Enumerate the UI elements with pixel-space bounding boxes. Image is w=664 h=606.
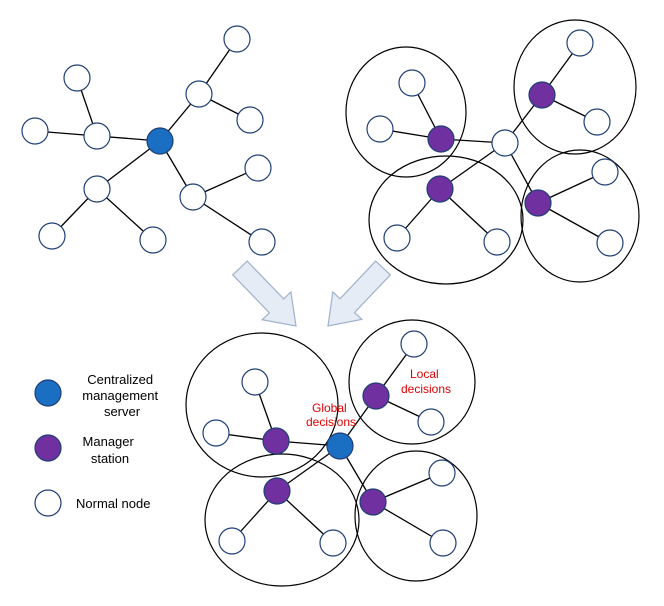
manager-station-node-c1 xyxy=(262,427,290,455)
global-decisions-label: Global decisions xyxy=(306,401,356,429)
arrow-from-centralized-icon xyxy=(231,260,297,327)
legend: Centralized management server Manager st… xyxy=(34,372,162,517)
legend-manager-label: Manager station xyxy=(83,434,138,466)
normal-node-b0 xyxy=(491,129,519,157)
cluster-region-2 xyxy=(513,19,637,155)
link-A10-A12 xyxy=(192,196,263,243)
central-server-node-a0 xyxy=(146,127,174,155)
normal-node-b6 xyxy=(583,108,611,136)
normal-node-b8 xyxy=(383,224,411,252)
legend-central-label: Centralized management server xyxy=(82,372,162,419)
normal-node-a11 xyxy=(244,154,272,182)
normal-node-c9 xyxy=(319,529,347,557)
normal-node-a4 xyxy=(83,175,111,203)
arrow-from-distributed-icon xyxy=(327,260,392,327)
normal-node-c3 xyxy=(241,368,269,396)
legend-manager-icon xyxy=(34,434,62,462)
manager-station-node-c7 xyxy=(263,477,291,505)
normal-node-a1 xyxy=(83,122,111,150)
normal-node-b3 xyxy=(398,69,426,97)
normal-node-a5 xyxy=(38,222,66,250)
manager-station-node-b1 xyxy=(427,125,455,153)
manager-station-node-b4 xyxy=(528,81,556,109)
central-server-node-c0 xyxy=(326,432,354,460)
cluster-region-6 xyxy=(348,319,476,445)
normal-node-c12 xyxy=(429,529,457,557)
normal-node-c8 xyxy=(218,527,246,555)
normal-node-b5 xyxy=(566,29,594,57)
manager-station-node-b7 xyxy=(426,175,454,203)
normal-node-a10 xyxy=(179,183,207,211)
normal-node-a6 xyxy=(139,226,167,254)
manager-station-node-c10 xyxy=(359,488,387,516)
normal-node-c6 xyxy=(417,408,445,436)
cluster-region-3 xyxy=(368,155,524,285)
normal-node-a3 xyxy=(63,64,91,92)
normal-node-a9 xyxy=(236,106,264,134)
normal-node-b2 xyxy=(366,115,394,143)
normal-node-b11 xyxy=(591,158,619,186)
normal-node-b12 xyxy=(596,229,624,257)
normal-node-a2 xyxy=(21,117,49,145)
cluster-regions xyxy=(185,19,640,587)
network-links xyxy=(34,38,611,544)
manager-station-node-b10 xyxy=(524,189,552,217)
manager-station-node-c4 xyxy=(362,382,390,410)
normal-node-a12 xyxy=(248,228,276,256)
cluster-region-4 xyxy=(520,149,640,283)
local-decisions-label: Local decisions xyxy=(401,367,451,396)
legend-normal-icon xyxy=(34,489,62,517)
normal-node-c11 xyxy=(428,459,456,487)
legend-normal-label: Normal node xyxy=(76,496,150,511)
cluster-region-7 xyxy=(204,453,360,587)
normal-node-b9 xyxy=(483,228,511,256)
network-nodes xyxy=(21,25,624,557)
annotations: Global decisions Local decisions xyxy=(306,367,451,429)
normal-node-a7 xyxy=(185,80,213,108)
cluster-region-8 xyxy=(354,450,478,582)
link-B10-B12 xyxy=(537,202,611,244)
normal-node-c2 xyxy=(202,419,230,447)
normal-node-a8 xyxy=(223,25,251,53)
transition-arrows xyxy=(231,260,392,327)
cluster-region-5 xyxy=(185,332,339,478)
legend-central-icon xyxy=(34,379,62,407)
normal-node-c5 xyxy=(400,330,428,358)
cluster-region-1 xyxy=(345,46,467,178)
